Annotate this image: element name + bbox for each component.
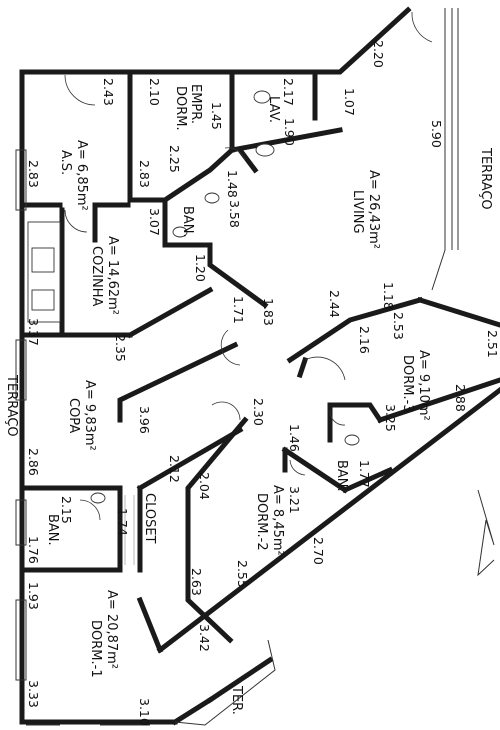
dim-2-15: 2.15 bbox=[59, 496, 74, 524]
dim-1-48: 1.48 bbox=[225, 170, 240, 198]
dim-1-74: 1.74 bbox=[115, 508, 130, 536]
walls bbox=[19, 6, 500, 726]
dim-2-51: 2.51 bbox=[485, 330, 500, 358]
dim-1-18: 1.18 bbox=[381, 282, 396, 310]
room-cozinha-area: A= 14,62m² bbox=[105, 236, 120, 315]
dim-3-21: 3.21 bbox=[287, 486, 302, 514]
dim-1-07: 1.07 bbox=[342, 88, 357, 116]
dimension-labels: 2.43 2.10 2.17 2.20 1.07 1.45 1.90 5.90 … bbox=[26, 40, 500, 726]
dim-2-16: 2.16 bbox=[357, 326, 372, 354]
room-dorm3-name: DORM.-3 bbox=[400, 355, 415, 413]
dim-2-30: 2.30 bbox=[251, 398, 266, 426]
dim-2-12: 2.12 bbox=[167, 455, 182, 483]
room-cozinha-name: COZINHA bbox=[89, 246, 104, 307]
room-living-area: A= 26,43m² bbox=[366, 170, 381, 249]
room-dorm3-area: A= 9,10m² bbox=[416, 350, 431, 421]
fixtures bbox=[27, 90, 495, 726]
dim-2-55: 2.55 bbox=[235, 560, 250, 588]
dim-2-10: 2.10 bbox=[147, 78, 162, 106]
dim-2-25: 2.25 bbox=[167, 145, 182, 173]
room-ban3-name: BAN. bbox=[334, 460, 349, 492]
doors bbox=[64, 11, 433, 521]
dim-2-88: 2.88 bbox=[453, 384, 468, 412]
room-ter-name: TER. bbox=[229, 685, 244, 715]
dim-5-90: 5.90 bbox=[429, 120, 444, 148]
room-dorm-empr-name2: EMPR. bbox=[188, 84, 203, 124]
dim-3-10: 3.10 bbox=[137, 698, 152, 726]
dim-2-86: 2.86 bbox=[26, 448, 41, 476]
room-dorm1-area: A= 20,87m² bbox=[104, 590, 119, 669]
dim-1-90: 1.90 bbox=[282, 118, 297, 146]
room-copa-name: COPA bbox=[66, 398, 81, 433]
dim-2-44: 2.44 bbox=[327, 290, 342, 318]
room-labels: A.S. A= 6,85m² DORM. EMPR. LAV. BAN. LIV… bbox=[4, 84, 493, 715]
dim-1-71: 1.71 bbox=[231, 296, 246, 324]
room-ban-empr-name: BAN. bbox=[180, 206, 195, 238]
dim-3-58: 3.58 bbox=[227, 200, 242, 228]
room-dorm2-name: DORM.-2 bbox=[254, 493, 269, 551]
dim-3-42: 3.42 bbox=[197, 624, 212, 652]
room-dorm1-name: DORM.-1 bbox=[88, 620, 103, 678]
dim-1-76: 1.76 bbox=[26, 536, 41, 564]
windows bbox=[15, 149, 150, 726]
room-as-area: A= 6,85m² bbox=[74, 140, 89, 211]
dim-2-70: 2.70 bbox=[311, 537, 326, 565]
dim-3-96: 3.96 bbox=[137, 406, 152, 434]
dim-2-53: 2.53 bbox=[391, 312, 406, 340]
dim-2-63: 2.63 bbox=[189, 568, 204, 596]
dim-1-93: 1.93 bbox=[26, 582, 41, 610]
dim-2-20: 2.20 bbox=[371, 40, 386, 68]
dim-2-83a: 2.83 bbox=[26, 160, 41, 188]
dim-1-77: 1.77 bbox=[357, 460, 372, 488]
room-ban1-name: BAN. bbox=[45, 514, 60, 546]
dim-3-25: 3.25 bbox=[383, 404, 398, 432]
dim-2-17: 2.17 bbox=[281, 78, 296, 106]
room-living-name: LIVING bbox=[350, 190, 365, 234]
dim-3-33: 3.33 bbox=[26, 680, 41, 708]
room-terraco-left-name: TERRAÇO bbox=[4, 374, 19, 437]
dim-1-83: 1.83 bbox=[261, 298, 276, 326]
room-as-name: A.S. bbox=[58, 150, 73, 175]
dim-2-04: 2.04 bbox=[197, 472, 212, 500]
room-copa-area: A= 9,83m² bbox=[82, 380, 97, 451]
dim-1-20: 1.20 bbox=[193, 254, 208, 282]
room-dorm2-area: A= 8,45m² bbox=[270, 485, 285, 556]
dim-1-45: 1.45 bbox=[209, 102, 224, 130]
room-terraco-right-name: TERRAÇO bbox=[478, 147, 493, 210]
dim-1-46: 1.46 bbox=[287, 424, 302, 452]
room-dorm-empr-name: DORM. bbox=[173, 86, 188, 131]
dim-3-07: 3.07 bbox=[147, 208, 162, 236]
room-lav-name: LAV. bbox=[266, 96, 281, 123]
room-closet-name: CLOSET bbox=[142, 493, 157, 544]
dim-2-83b: 2.83 bbox=[137, 160, 152, 188]
dim-3-37: 3.37 bbox=[26, 318, 41, 346]
dim-2-43: 2.43 bbox=[101, 78, 116, 106]
dim-2-35: 2.35 bbox=[113, 334, 128, 362]
